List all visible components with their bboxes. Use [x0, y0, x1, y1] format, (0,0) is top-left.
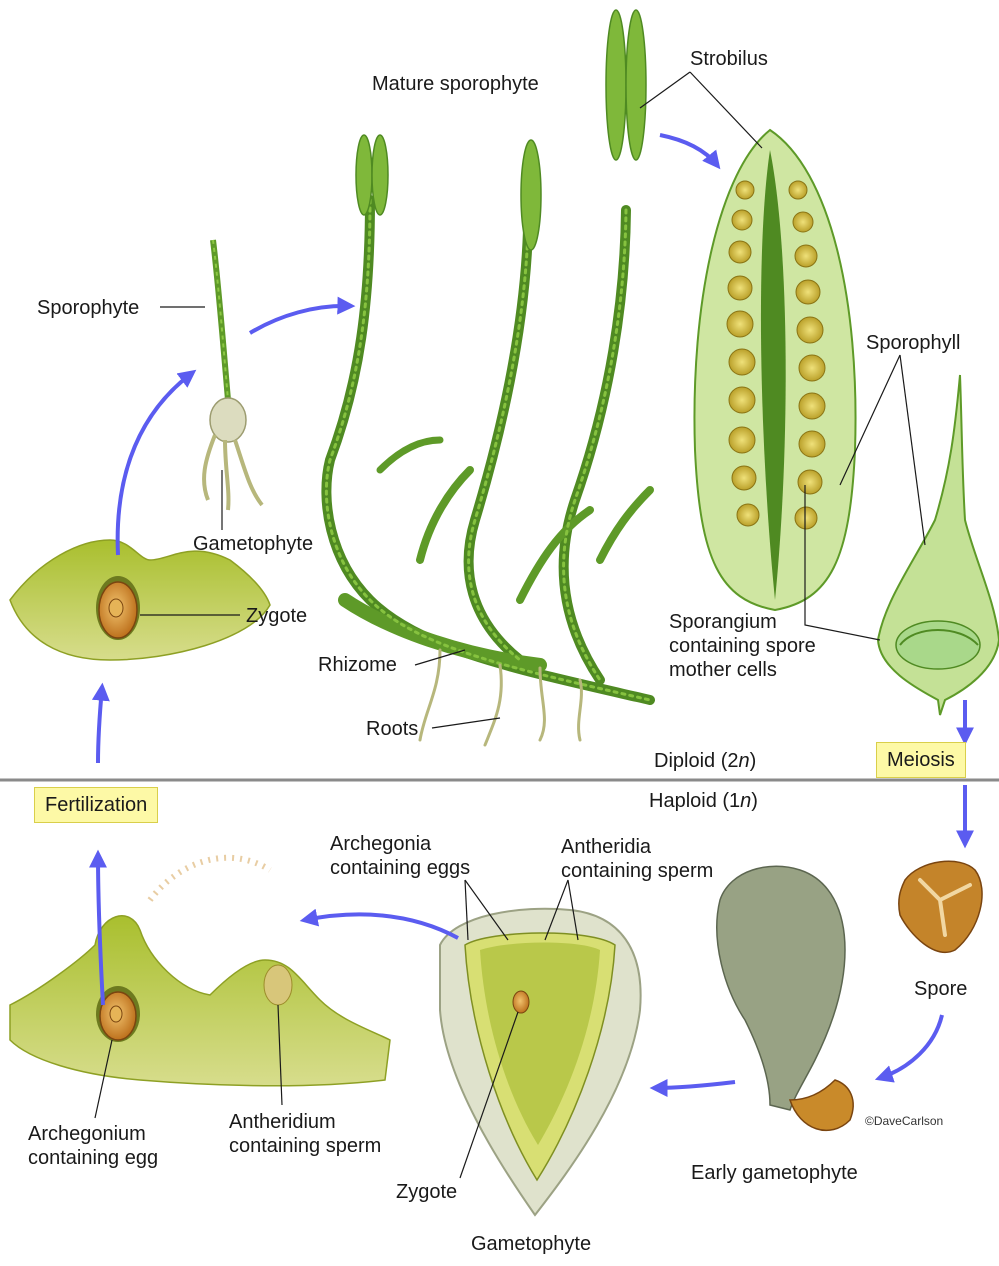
- young-sporophyte-drawing: [204, 240, 262, 510]
- sporophyll-drawing: [878, 375, 999, 715]
- early-gametophyte-drawing: [717, 866, 853, 1130]
- label-gametophyte-bottom: Gametophyte: [471, 1232, 591, 1256]
- arrow-sporophyte-to-mature: [250, 306, 350, 333]
- spore-drawing: [899, 861, 982, 952]
- artist-credit: ©DaveCarlson: [865, 1114, 943, 1128]
- label-diploid-n: n: [738, 750, 749, 772]
- label-sporangium: Sporangium containing spore mother cells: [669, 610, 859, 682]
- label-sporophyll: Sporophyll: [866, 331, 961, 355]
- label-diploid: Diploid (2n): [654, 749, 756, 773]
- zygote-mound-drawing: [10, 540, 270, 660]
- strobilus-section-drawing: [694, 130, 855, 610]
- label-diploid-suffix: ): [750, 750, 757, 772]
- arrow-early-to-gametophyte: [655, 1082, 735, 1088]
- meiosis-box: Meiosis: [876, 742, 966, 778]
- label-early-gametophyte: Early gametophyte: [691, 1161, 858, 1185]
- fertilization-mound-drawing: [10, 858, 390, 1086]
- label-roots: Roots: [366, 717, 418, 741]
- label-antheridium: Antheridium containing sperm: [229, 1110, 409, 1158]
- label-antheridia: Antheridia containing sperm: [561, 835, 741, 883]
- label-spore: Spore: [914, 977, 967, 1001]
- label-zygote-bottom: Zygote: [396, 1180, 457, 1204]
- arrow-gametophyte-to-mound: [305, 914, 458, 938]
- label-mature-sporophyte: Mature sporophyte: [372, 72, 539, 96]
- label-rhizome: Rhizome: [318, 653, 397, 677]
- fertilization-box: Fertilization: [34, 787, 158, 823]
- label-archegonia: Archegonia containing eggs: [330, 832, 480, 880]
- label-haploid-prefix: Haploid (1: [649, 790, 740, 812]
- label-gametophyte-top: Gametophyte: [193, 532, 313, 556]
- label-archegonium: Archegonium containing egg: [28, 1122, 203, 1170]
- label-zygote-top: Zygote: [246, 604, 307, 628]
- label-haploid-n: n: [740, 790, 751, 812]
- arrow-zygote-to-sporophyte: [118, 373, 192, 555]
- label-strobilus: Strobilus: [690, 47, 768, 71]
- label-haploid: Haploid (1n): [649, 789, 758, 813]
- arrow-fertilization-to-zygote: [98, 688, 102, 763]
- label-haploid-suffix: ): [751, 790, 758, 812]
- label-sporophyte: Sporophyte: [37, 296, 139, 320]
- gametophyte-section-drawing: [440, 909, 641, 1215]
- label-diploid-prefix: Diploid (2: [654, 750, 738, 772]
- strobili-cones: [356, 10, 646, 250]
- arrow-spore-to-early: [880, 1015, 942, 1078]
- arrow-mature-to-strobilus: [660, 135, 717, 165]
